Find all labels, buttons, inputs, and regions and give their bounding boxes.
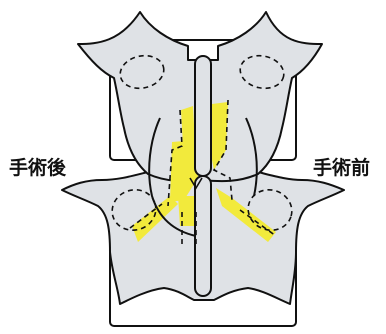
label-postoperative: 手術後 [9, 153, 66, 180]
spinous-process-lower [195, 176, 211, 296]
highlight-upper-left [181, 106, 195, 146]
label-preoperative: 手術前 [313, 153, 370, 180]
spinous-process-upper [195, 56, 211, 176]
highlight-lower-left [178, 196, 194, 226]
